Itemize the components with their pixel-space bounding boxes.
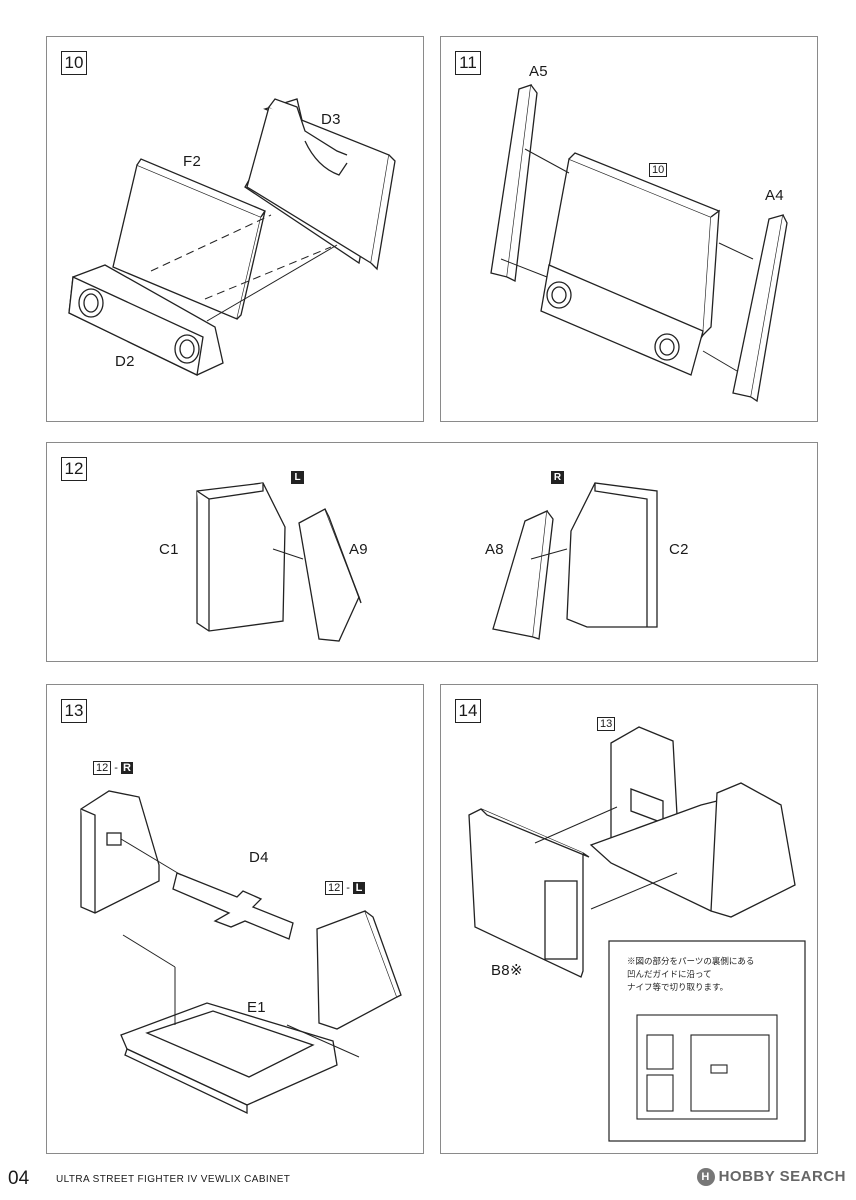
brand-logo-icon: H <box>696 1168 715 1187</box>
step-14-illustration <box>468 726 806 1142</box>
note-line-2: 凹んだガイドに沿って <box>627 969 712 979</box>
step-ref-10: 10 <box>649 163 668 177</box>
note-line-3: ナイフ等で切り取ります。 <box>627 982 729 992</box>
part-label-d4: D4 <box>249 849 269 866</box>
step-number: 11 <box>455 51 481 75</box>
part-label-a8: A8 <box>485 541 504 558</box>
part-label-e1: E1 <box>247 999 266 1016</box>
step-ref-box: 10 <box>649 163 668 177</box>
page-number: 04 <box>8 1168 30 1189</box>
product-title: ULTRA STREET FIGHTER IV VEWLIX CABINET <box>56 1174 291 1185</box>
step-ref-13: 13 <box>597 717 616 731</box>
cutting-note: ※図の部分をパーツの裏側にある 凹んだガイドに沿って ナイフ等で切り取ります。 <box>627 955 754 994</box>
step-ref-12-r: 12 - R <box>93 761 134 775</box>
step-10-panel: 10 <box>46 36 424 422</box>
part-label-a4: A4 <box>765 187 784 204</box>
part-label-c1: C1 <box>159 541 179 558</box>
step-12-illustration <box>196 482 658 642</box>
brand-name: HOBBY SEARCH <box>718 1168 846 1185</box>
part-label-d2: D2 <box>115 353 135 370</box>
step-number: 13 <box>61 699 87 723</box>
step-ref-12-l: 12 - L <box>325 881 366 895</box>
step-13-panel: 13 D4 E1 12 - R 12 - L <box>46 684 424 1154</box>
step-ref-box: 13 <box>597 717 616 731</box>
step-14-panel: 14 B8※ 13 ※図の部分をパーツの裏側にある 凹 <box>440 684 818 1154</box>
step-10-illustration <box>68 98 396 376</box>
step-number: 14 <box>455 699 481 723</box>
step-ref-box: 12 <box>325 881 344 895</box>
step-11-panel: 11 A5 A4 10 <box>440 36 818 422</box>
step-number: 10 <box>61 51 87 75</box>
part-label-c2: C2 <box>669 541 689 558</box>
part-label-d3: D3 <box>321 111 341 128</box>
part-label-a9: A9 <box>349 541 368 558</box>
part-label-b8: B8※ <box>491 962 523 979</box>
step-ref-side: R <box>121 762 134 774</box>
part-label-f2: F2 <box>183 153 202 170</box>
right-side-tag: R <box>551 471 564 484</box>
step-11-illustration <box>490 84 788 403</box>
step-13-illustration <box>80 790 402 1115</box>
left-side-tag: L <box>291 471 304 484</box>
part-label-a5: A5 <box>529 63 548 80</box>
note-line-1: ※図の部分をパーツの裏側にある <box>627 956 755 966</box>
step-ref-box: 12 <box>93 761 112 775</box>
step-ref-side: L <box>353 882 366 894</box>
step-number: 12 <box>61 457 87 481</box>
step-12-panel: 12 C1 A9 A8 C2 L R <box>46 442 818 662</box>
